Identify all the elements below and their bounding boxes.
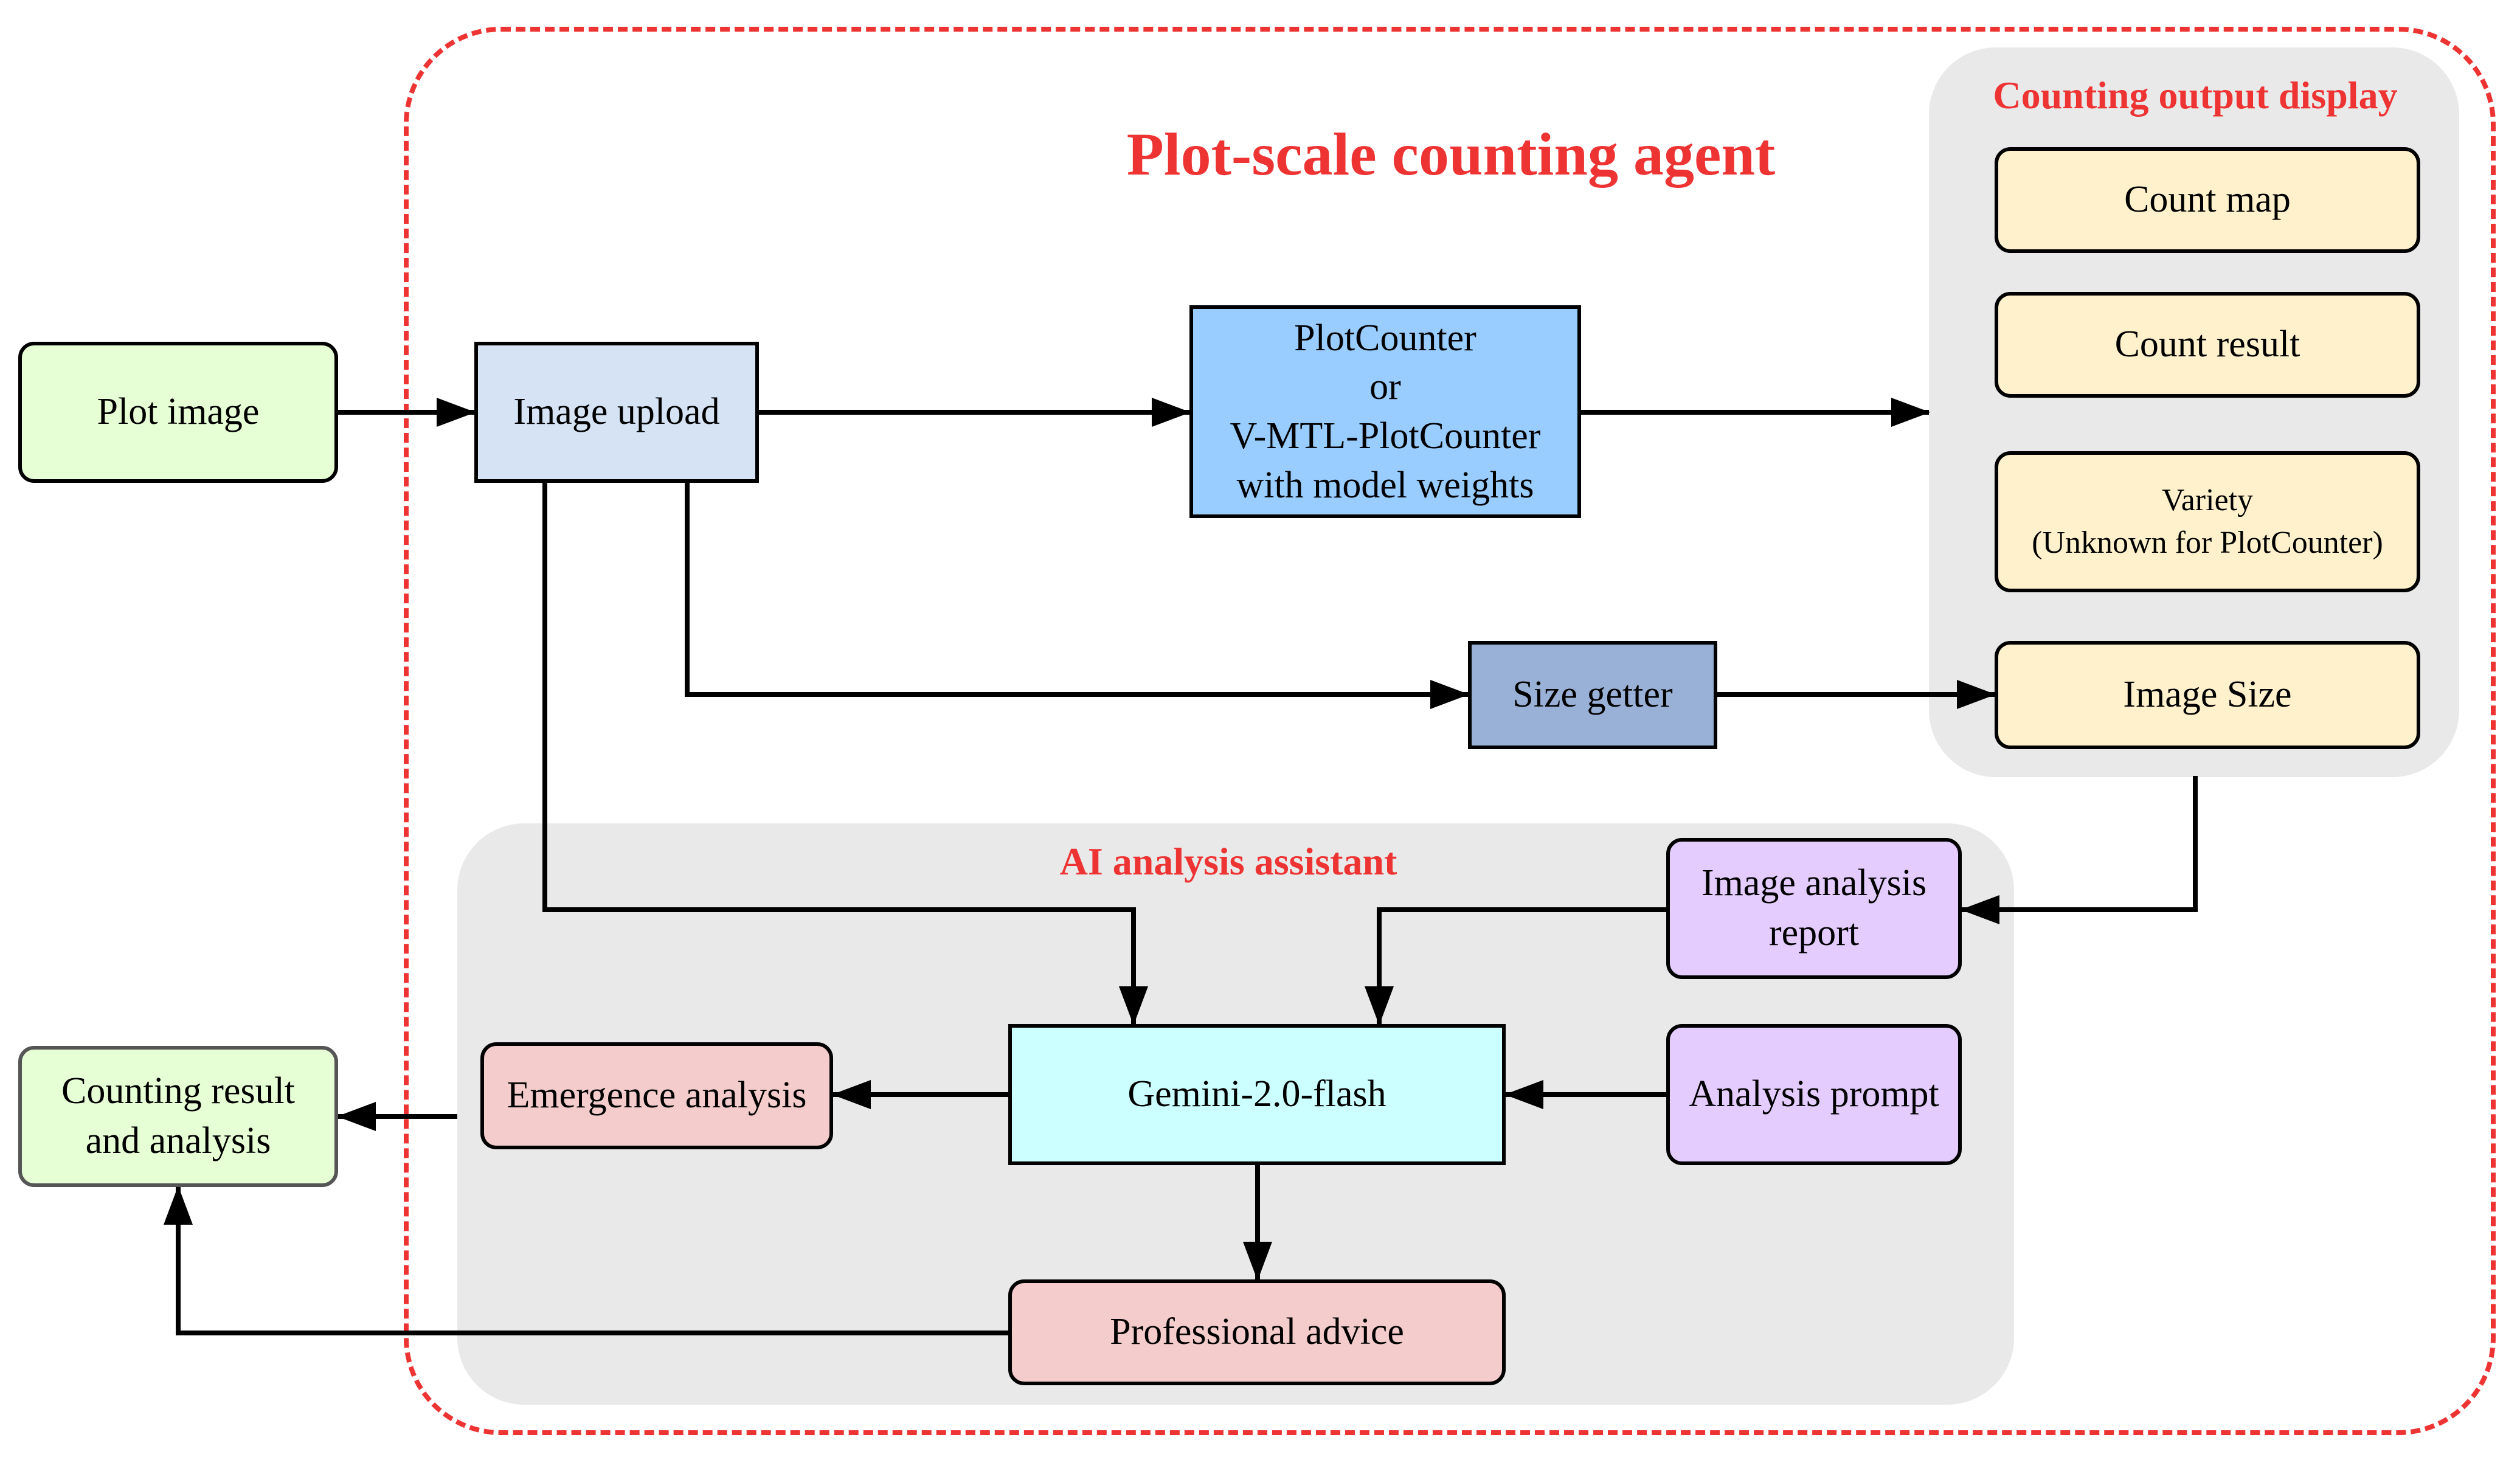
image-analysis-report-node: Image analysis report [1666,838,1962,979]
size-getter-label: Size getter [1512,674,1673,716]
analysis-prompt-node: Analysis prompt [1666,1024,1962,1165]
image-size-label: Image Size [2123,674,2292,716]
gemini-label: Gemini-2.0-flash [1127,1073,1386,1115]
emergence-analysis-node: Emergence analysis [480,1042,833,1149]
counter-line-2: or [1369,366,1401,408]
arrow-image-size-to-report [1961,776,2198,924]
plot-image-label: Plot image [97,391,260,433]
count-map-label: Count map [2124,179,2291,221]
analysis-prompt-label: Analysis prompt [1689,1073,1939,1115]
counter-model-node: PlotCounter or V-MTL-PlotCounter with mo… [1189,305,1581,518]
counter-line-1: PlotCounter [1294,317,1476,359]
assistant-panel-title: AI analysis assistant [1059,840,1397,883]
report-line-1: Image analysis [1701,862,1927,904]
count-map-output: Count map [1995,147,2420,253]
size-getter-node: Size getter [1468,641,1717,749]
plot-image-node: Plot image [18,342,338,483]
agent-title: Plot-scale counting agent [1126,120,1776,188]
counting-result-node: Counting result and analysis [18,1046,338,1187]
count-result-output: Count result [1995,292,2420,398]
counter-line-4: with model weights [1236,464,1534,506]
output-panel-title: Counting output display [1993,74,2398,117]
gemini-node: Gemini-2.0-flash [1008,1024,1506,1165]
arrow-report-to-gemini [1365,907,1666,1025]
agent-frame [404,27,2496,1435]
emergence-analysis-label: Emergence analysis [507,1075,807,1116]
image-size-output: Image Size [1995,641,2420,749]
counting-result-line-2: and analysis [85,1120,271,1161]
variety-output: Variety (Unknown for PlotCounter) [1995,451,2420,592]
arrow-upload-to-gemini [542,483,1148,1025]
image-upload-label: Image upload [513,391,720,433]
report-line-2: report [1768,912,1860,953]
variety-line-2: (Unknown for PlotCounter) [2032,525,2383,560]
count-result-label: Count result [2114,324,2300,365]
professional-advice-label: Professional advice [1110,1311,1404,1353]
image-upload-node: Image upload [474,342,759,483]
arrow-advice-to-result [164,1186,1008,1335]
variety-line-1: Variety [2161,482,2254,517]
counting-result-line-1: Counting result [61,1070,296,1112]
counter-line-3: V-MTL-PlotCounter [1230,415,1541,457]
arrow-upload-to-size-getter [685,483,1469,709]
professional-advice-node: Professional advice [1008,1279,1506,1385]
